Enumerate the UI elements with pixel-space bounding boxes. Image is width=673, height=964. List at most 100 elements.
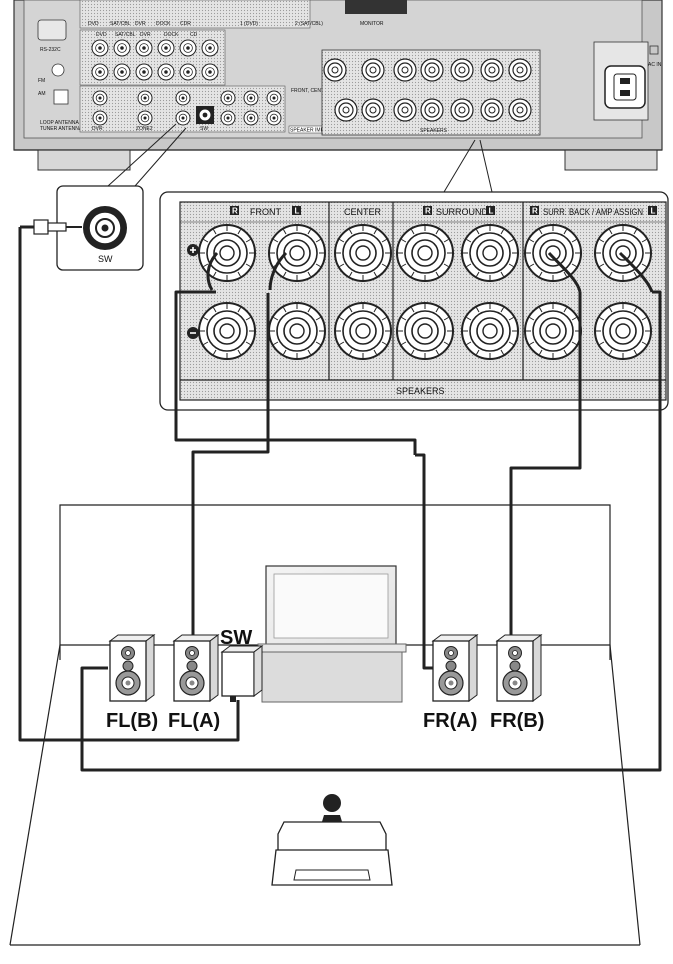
input-label-sat: SAT/CBL [115,32,136,38]
label-fr-a: FR(A) [423,710,477,732]
binding-post [334,302,392,360]
rs232c-label: RS-232C [40,47,61,53]
mini-terminal [480,58,504,82]
preout-jack [137,110,153,126]
input-label-dvd: DVD [96,32,107,38]
label-fl-a: FL(A) [168,710,220,732]
zone2-label: ZONE2 [136,126,153,132]
mini-terminal [361,98,385,122]
speaker-fr-b [495,634,543,702]
binding-post [461,302,519,360]
receiver-foot-right [564,149,658,171]
preout-jack [175,110,191,126]
preout-jack [243,90,259,106]
label-fl-b: FL(B) [106,710,158,732]
cable-fl-b [80,290,662,772]
listener-head [323,794,341,812]
preout-jack [243,110,259,126]
front-r-badge: R [232,207,238,216]
input-label-dvr: DVR [140,32,151,38]
receiver-rear-panel: DVD SAT/CBL DVR DOCK CDR 1 (DVD) 2 (SAT/… [13,0,663,171]
mini-terminal [334,98,358,122]
preout-jacks [92,90,282,126]
preout-jack [92,90,108,106]
upper-label-dock: DOCK [156,21,171,27]
binding-post [198,302,256,360]
sw-jack-callout: SW [20,123,187,271]
front-l-badge: L [295,207,300,216]
sw-preout-label: SW [200,126,208,132]
am-antenna-terminal [53,89,69,105]
mini-terminal [420,58,444,82]
binding-post [268,302,326,360]
binding-post [334,224,392,282]
cable-fl-a-pos [191,293,270,640]
label-fr-b: FR(B) [490,710,544,732]
binding-posts [198,224,652,360]
input-jack [91,39,109,57]
cable-fr-a [415,453,433,670]
fm-label: FM [38,78,45,84]
input-jack [201,63,219,81]
input-jack [157,39,175,57]
upper-label-dvd1: 1 (DVD) [240,21,258,27]
mini-terminal-posts [323,58,532,122]
binding-post [461,224,519,282]
mini-terminal [450,98,474,122]
speaker-fr-a [431,634,479,702]
dvr-label: DVR [92,126,103,132]
preout-jack [220,110,236,126]
mini-speakers-label: SPEAKERS [420,128,448,134]
center-label: CENTER [344,207,382,217]
preout-jack [266,110,282,126]
mini-terminal [323,58,347,82]
mini-terminal [508,58,532,82]
speakers [108,634,543,702]
input-jack [135,63,153,81]
rs232c-port [37,19,67,41]
cable-fr-b [509,292,582,640]
binding-post [396,302,454,360]
loop-antenna-label: LOOP ANTENNA [40,120,79,126]
mini-terminal [393,58,417,82]
input-jack [113,63,131,81]
preout-jack [92,110,108,126]
front-label: FRONT [250,207,281,217]
am-label: AM [38,91,46,97]
preout-jack [266,90,282,106]
mini-terminal [361,58,385,82]
binding-post [396,224,454,282]
speaker-fl-a [172,634,220,702]
tuner-antenna-label: TUNER ANTENNA [40,126,83,132]
speaker-cables [18,227,662,772]
binding-post [524,224,582,282]
binding-post [198,224,256,282]
receiver-foot-left [37,149,131,171]
input-jack [201,39,219,57]
room [9,504,641,946]
preout-jack [220,90,236,106]
input-jack [113,39,131,57]
input-jack-block [79,29,226,86]
mini-terminal [508,98,532,122]
speaker-fl-b [108,634,156,702]
mini-terminal [450,58,474,82]
preout-jack [137,90,153,106]
terminal-jumper-wires [206,251,654,293]
tv-stand [261,645,403,703]
ac-label: AC IN [648,62,662,68]
preout-jack [175,90,191,106]
speaker-terminal-panel: R FRONT L CENTER R SURROUND L R SURR. BA… [159,139,669,411]
surrback-r-badge: R [532,207,538,216]
fm-antenna-jack [51,63,65,77]
cable-subwoofer [18,227,240,742]
surround-label: SURROUND [436,207,489,217]
binding-post [594,302,652,360]
impedance-note-label: SPEAKER IMPEDANCE [290,128,345,134]
upper-label-monitor: MONITOR [360,21,384,27]
binding-post [594,224,652,282]
cable-fr-a-link [174,290,417,455]
input-jack [179,39,197,57]
